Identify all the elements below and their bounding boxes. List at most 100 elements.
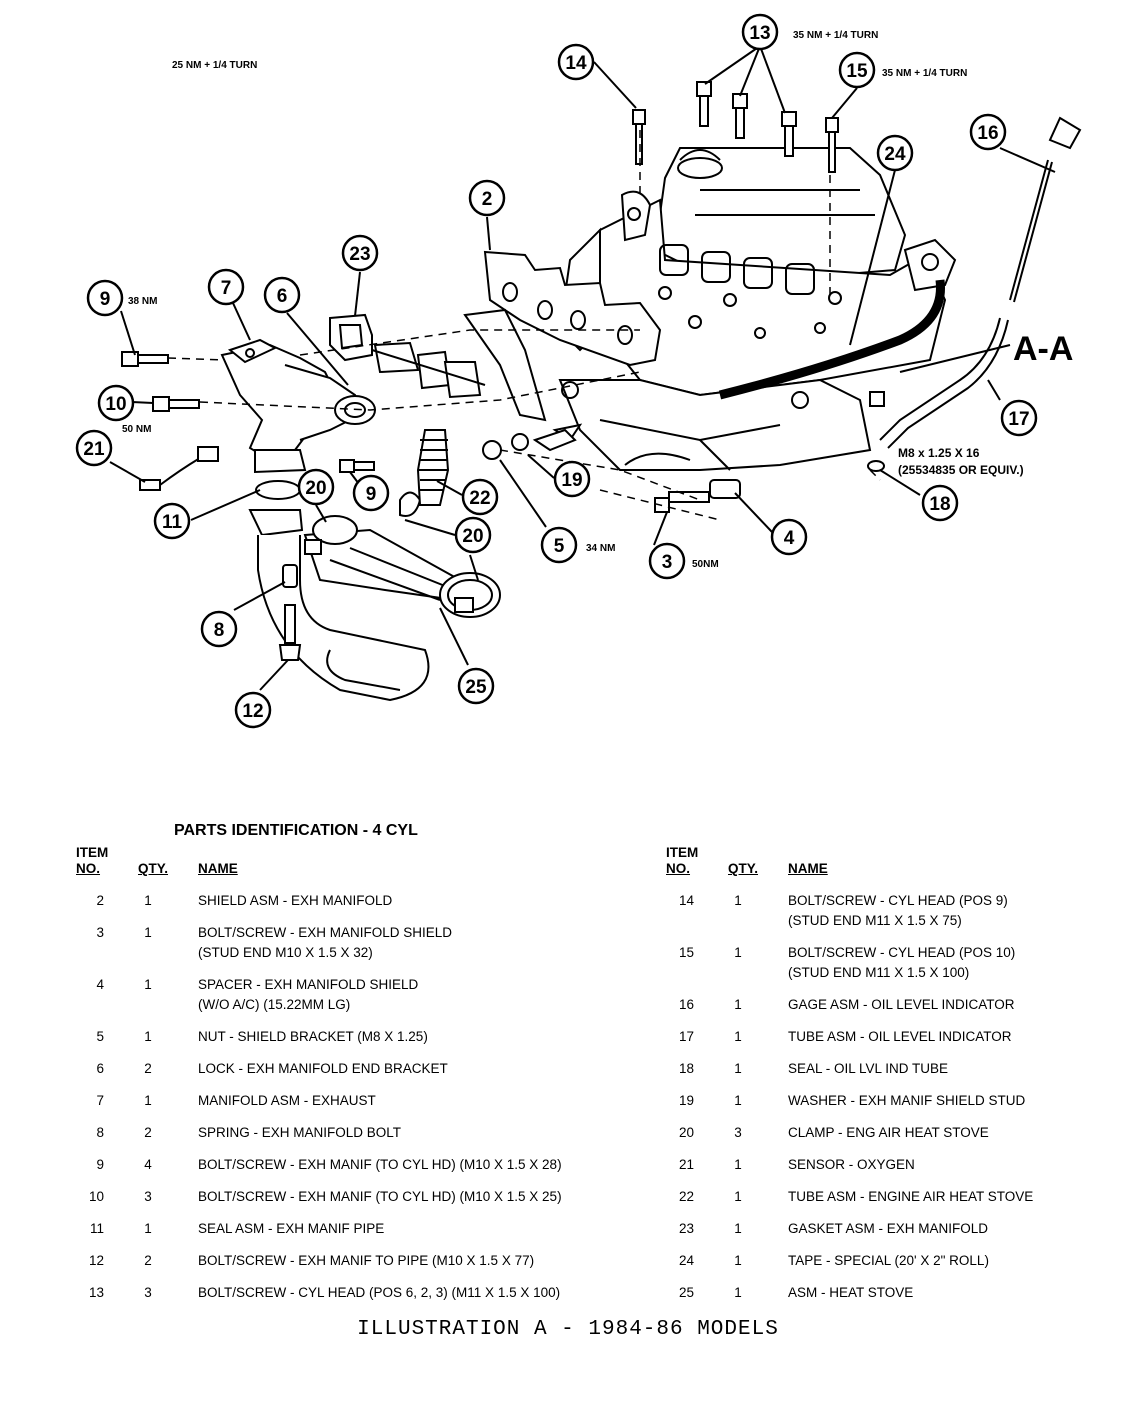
part-name-line: BOLT/SCREW - EXH MANIF (TO CYL HD) (M10 … (198, 1157, 562, 1172)
part-name-line: SPACER - EXH MANIFOLD SHIELD (198, 977, 419, 992)
callout-circle-c17 (1000, 399, 1038, 437)
part-item-no: 10 (88, 1189, 104, 1204)
part-name: SPRING - EXH MANIFOLD BOLT (198, 1123, 401, 1143)
air-heat-stove-tube-drawing (416, 429, 450, 506)
part-name: ASM - HEAT STOVE (788, 1283, 913, 1303)
part-qty: 1 (734, 1285, 742, 1300)
part-name-line: SHIELD ASM - EXH MANIFOLD (198, 893, 393, 908)
part-name-line: WASHER - EXH MANIF SHIELD STUD (788, 1093, 1026, 1108)
callout-number-c25: 25 (465, 677, 487, 698)
part-name: MANIFOLD ASM - EXHAUST (198, 1091, 376, 1111)
part-qty: 3 (144, 1189, 152, 1204)
part-item-no: 11 (89, 1221, 104, 1236)
part-qty: 2 (144, 1253, 152, 1268)
part-name-line: MANIFOLD ASM - EXHAUST (198, 1093, 376, 1108)
exhaust-manifold-shield-drawing (463, 250, 662, 442)
callout-number-c20b: 20 (462, 526, 483, 547)
part-qty: 1 (144, 1093, 152, 1108)
part-name-line: ASM - HEAT STOVE (788, 1285, 914, 1300)
callout-number-c5: 5 (554, 536, 565, 557)
exhaust-manifold-drawing (220, 338, 376, 474)
callout-circle-c7 (207, 268, 245, 306)
exhaust-pipe-drawing (248, 480, 430, 702)
part-name: SENSOR - OXYGEN (788, 1155, 915, 1175)
part-item-no: 13 (88, 1285, 104, 1300)
callout-circle-c21 (75, 429, 113, 467)
part-item-no: 4 (96, 977, 104, 992)
tape-oil-tube-drawing (718, 116, 1082, 449)
part-item-no: 25 (678, 1285, 694, 1300)
callout-torque-c9a: 38 NM (128, 296, 157, 307)
part-qty: 1 (734, 1157, 742, 1172)
part-item-no: 16 (678, 997, 694, 1012)
part-name: GAGE ASM - OIL LEVEL INDICATOR (788, 995, 1015, 1015)
part-name-line: (STUD END M11 X 1.5 X 100) (788, 965, 970, 980)
callout-number-c9b: 9 (366, 484, 377, 505)
part-name-line: SEAL - OIL LVL IND TUBE (788, 1061, 949, 1076)
part-name-line: TUBE ASM - OIL LEVEL INDICATOR (788, 1029, 1012, 1044)
part-item-no: 12 (88, 1253, 104, 1268)
part-name: BOLT/SCREW - CYL HEAD (POS 9) (STUD END M… (788, 891, 1008, 931)
part-name-line: BOLT/SCREW - CYL HEAD (POS 10) (788, 945, 1016, 960)
part-item-no: 18 (678, 1061, 694, 1076)
callout-number-c2: 2 (482, 189, 493, 210)
part-name-line: BOLT/SCREW - EXH MANIF (TO CYL HD) (M10 … (198, 1189, 562, 1204)
m8-note-line-1: M8 x 1.25 X 16 (898, 446, 980, 460)
callout-number-c3: 3 (662, 552, 673, 573)
callout-number-c9a: 9 (100, 289, 111, 310)
leader-lines (109, 45, 1056, 691)
part-qty: 1 (734, 1189, 742, 1204)
part-name: GASKET ASM - EXH MANIFOLD (788, 1219, 988, 1239)
part-item-no: 9 (96, 1157, 104, 1172)
part-qty: 1 (144, 977, 152, 992)
part-name: SEAL - OIL LVL IND TUBE (788, 1059, 948, 1079)
part-name-line: BOLT/SCREW - CYL HEAD (POS 9) (788, 893, 1008, 908)
part-name-line: (STUD END M11 X 1.5 X 75) (788, 913, 962, 928)
callout-circle-c2 (468, 179, 506, 217)
callout-number-c16: 16 (977, 123, 998, 144)
part-qty: 2 (144, 1061, 152, 1076)
header-no: NO. (76, 861, 101, 876)
header-item-no: ITEM NO. (76, 845, 124, 877)
part-name-line: BOLT/SCREW - EXH MANIF TO PIPE (M10 X 1.… (198, 1253, 535, 1268)
part-item-no: 20 (678, 1125, 694, 1140)
callout-circle-c9b (352, 474, 390, 512)
callout-circle-c3 (648, 542, 686, 580)
callout-torque-c15: 35 NM + 1/4 TURN (882, 68, 967, 79)
callout-torque-c14: 25 NM + 1/4 TURN (172, 60, 257, 71)
callout-circle-c13 (741, 13, 779, 51)
part-item-no: 15 (678, 945, 694, 960)
part-name-line: TUBE ASM - ENGINE AIR HEAT STOVE (788, 1189, 1034, 1204)
part-name: SHIELD ASM - EXH MANIFOLD (198, 891, 392, 911)
part-name: TAPE - SPECIAL (20' X 2" ROLL) (788, 1251, 989, 1271)
part-name: TUBE ASM - ENGINE AIR HEAT STOVE (788, 1187, 1033, 1207)
callout-number-c17: 17 (1008, 409, 1029, 430)
part-name: WASHER - EXH MANIF SHIELD STUD (788, 1091, 1025, 1111)
part-name-line: NUT - SHIELD BRACKET (M8 X 1.25) (198, 1029, 428, 1044)
exploded-engine-diagram: 14 25 NM + 1/4 TURN 13 35 NM + 1/4 TURN 15 3 5… (75, 13, 1082, 729)
part-qty: 1 (734, 997, 742, 1012)
callout-number-c19: 19 (561, 470, 582, 491)
callout-circle-c12 (234, 691, 272, 729)
part-qty: 1 (734, 1253, 742, 1268)
part-name-line: (STUD END M10 X 1.5 X 32) (198, 945, 373, 960)
callout-number-c4: 4 (784, 528, 795, 549)
part-name-line: BOLT/SCREW - CYL HEAD (POS 6, 2, 3) (M11… (198, 1285, 561, 1300)
part-name: BOLT/SCREW - CYL HEAD (POS 6, 2, 3) (M11… (198, 1283, 560, 1303)
part-name-line: CLAMP - ENG AIR HEAT STOVE (788, 1125, 989, 1140)
part-qty: 1 (734, 893, 742, 908)
part-item-no: 17 (678, 1029, 694, 1044)
callout-number-c12: 12 (242, 701, 263, 722)
part-name: BOLT/SCREW - EXH MANIF TO PIPE (M10 X 1.… (198, 1251, 534, 1271)
part-name-line: BOLT/SCREW - EXH MANIFOLD SHIELD (198, 925, 453, 940)
callout-number-c13: 13 (749, 23, 770, 44)
part-qty: 1 (144, 1221, 152, 1236)
callout-circle-c20a (297, 468, 335, 506)
callout-circle-c6 (263, 276, 301, 314)
part-item-no: 2 (96, 893, 104, 908)
callout-number-c14: 14 (565, 53, 587, 74)
callout-number-c21: 21 (83, 439, 105, 460)
bolts-drawing (121, 81, 885, 513)
part-qty: 1 (144, 893, 152, 908)
callout-number-c15: 15 (846, 61, 868, 82)
